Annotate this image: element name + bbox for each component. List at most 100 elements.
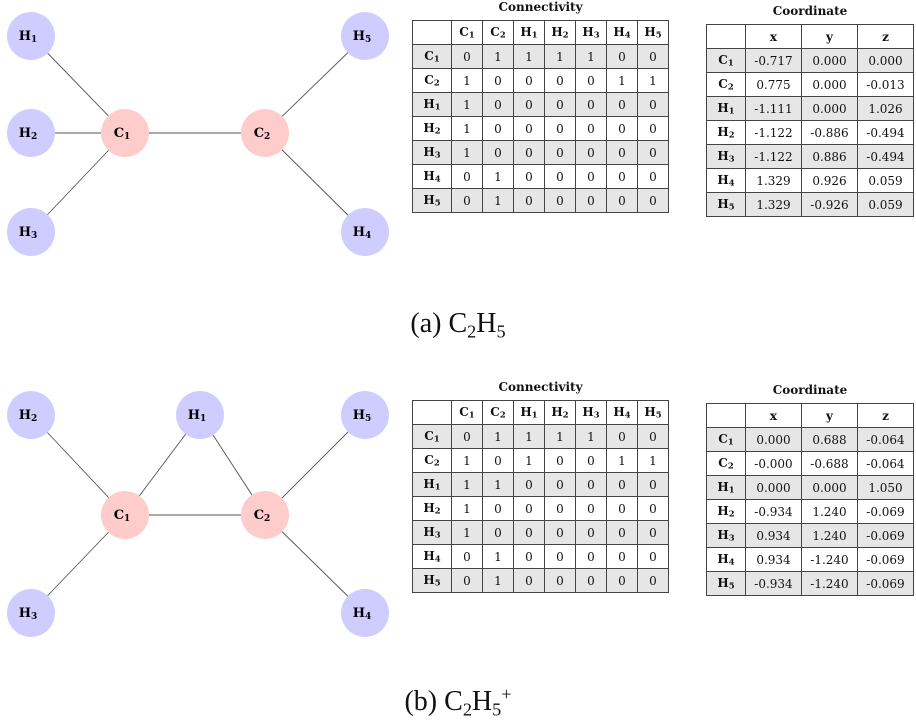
conn-cell-C2-H3: 0 xyxy=(575,448,607,473)
col-header-H3: H3 xyxy=(575,400,607,425)
coord-cell-H3-y: 0.886 xyxy=(801,144,858,169)
caption-b-sub2: 5 xyxy=(492,699,502,720)
atom-circle-H2 xyxy=(7,391,55,439)
atom-circle-H5 xyxy=(341,12,389,60)
conn-cell-H5-H5: 0 xyxy=(637,568,669,593)
conn-cell-C2-H5: 1 xyxy=(637,448,669,473)
caption-b-prefix: (b) C xyxy=(404,686,463,717)
atom-label-H5: H5 xyxy=(353,408,372,424)
row-header-H4: H4 xyxy=(706,168,746,193)
conn-cell-H3-H1: 0 xyxy=(513,140,545,165)
col-header-H2: H2 xyxy=(544,400,576,425)
conn-cell-H3-H2: 0 xyxy=(544,520,576,545)
conn-cell-C1-H2: 1 xyxy=(544,44,576,69)
col-header-x: x xyxy=(745,24,802,49)
conn-cell-H2-H4: 0 xyxy=(606,496,638,521)
caption-a-mid: H xyxy=(476,308,497,339)
conn-cell-H1-H3: 0 xyxy=(575,472,607,497)
conn-cell-H3-H3: 0 xyxy=(575,140,607,165)
atom-node-H3: H3 xyxy=(7,208,55,256)
coord-cell-H5-x: 1.329 xyxy=(745,192,802,217)
col-header-H1: H1 xyxy=(513,20,545,45)
atom-label-H4: H4 xyxy=(353,606,372,622)
conn-cell-H3-C1: 1 xyxy=(451,140,483,165)
conn-cell-C2-C2: 0 xyxy=(482,68,514,93)
conn-cell-C1-H4: 0 xyxy=(606,424,638,449)
coord-cell-H5-y: -0.926 xyxy=(801,192,858,217)
atom-label-C1: C1 xyxy=(114,126,131,142)
coord-cell-H4-z: 0.059 xyxy=(857,168,914,193)
conn-cell-C2-H5: 1 xyxy=(637,68,669,93)
atom-label-C2: C2 xyxy=(254,126,271,142)
corner-cell xyxy=(412,400,452,425)
atom-node-C2: C2 xyxy=(241,491,289,539)
conn-cell-C1-H1: 1 xyxy=(513,424,545,449)
coord-cell-H2-x: -0.934 xyxy=(745,499,802,524)
conn-cell-H2-H5: 0 xyxy=(637,496,669,521)
conn-cell-H5-C1: 0 xyxy=(451,568,483,593)
conn-cell-H2-H3: 0 xyxy=(575,496,607,521)
conn-cell-H2-C1: 1 xyxy=(451,496,483,521)
conn-cell-H4-H5: 0 xyxy=(637,164,669,189)
col-header-y: y xyxy=(801,24,858,49)
col-header-z: z xyxy=(857,24,914,49)
conn-cell-C2-H2: 0 xyxy=(544,68,576,93)
atom-node-H1: H1 xyxy=(176,391,224,439)
conn-cell-H5-H2: 0 xyxy=(544,568,576,593)
row-header-H2: H2 xyxy=(412,116,452,141)
atom-circle-C1 xyxy=(101,109,149,157)
conn-cell-H5-H1: 0 xyxy=(513,568,545,593)
coord-cell-C1-x: 0.000 xyxy=(745,427,802,452)
row-header-H2: H2 xyxy=(412,496,452,521)
conn-cell-H1-H1: 0 xyxy=(513,92,545,117)
coord-cell-H3-z: -0.069 xyxy=(857,523,914,548)
conn-cell-H1-C2: 1 xyxy=(482,472,514,497)
conn-cell-C2-C1: 1 xyxy=(451,448,483,473)
conn-cell-H1-C1: 1 xyxy=(451,92,483,117)
coord-cell-H3-x: -1.122 xyxy=(745,144,802,169)
conn-cell-H4-H5: 0 xyxy=(637,544,669,569)
row-header-H3: H3 xyxy=(412,140,452,165)
conn-cell-C2-H4: 1 xyxy=(606,448,638,473)
row-header-H4: H4 xyxy=(412,164,452,189)
conn-cell-C1-H3: 1 xyxy=(575,424,607,449)
col-header-H3: H3 xyxy=(575,20,607,45)
col-header-C2: C2 xyxy=(482,400,514,425)
coord-cell-H1-y: 0.000 xyxy=(801,96,858,121)
coord-cell-H4-y: -1.240 xyxy=(801,547,858,572)
coord-cell-H2-z: -0.494 xyxy=(857,120,914,145)
caption-a-sub2: 5 xyxy=(496,321,506,342)
corner-cell xyxy=(412,20,452,45)
conn-cell-H2-C2: 0 xyxy=(482,116,514,141)
row-header-H1: H1 xyxy=(412,92,452,117)
caption-a: (a) C2H5 xyxy=(0,306,916,342)
conn-cell-H1-H3: 0 xyxy=(575,92,607,117)
conn-cell-H4-H3: 0 xyxy=(575,544,607,569)
coord-cell-H1-x: -1.111 xyxy=(745,96,802,121)
coordinate-title-a: Coordinate xyxy=(772,4,848,18)
coord-cell-C1-z: 0.000 xyxy=(857,48,914,73)
coord-cell-C2-x: -0.000 xyxy=(745,451,802,476)
col-header-H4: H4 xyxy=(606,20,638,45)
atom-node-C2: C2 xyxy=(241,109,289,157)
row-header-H3: H3 xyxy=(706,144,746,169)
row-header-H1: H1 xyxy=(706,96,746,121)
atom-circle-H4 xyxy=(341,589,389,637)
conn-cell-H2-H2: 0 xyxy=(544,496,576,521)
coord-cell-H1-y: 0.000 xyxy=(801,475,858,500)
conn-cell-H3-H4: 0 xyxy=(606,140,638,165)
atom-node-H5: H5 xyxy=(341,12,389,60)
atom-circle-C2 xyxy=(241,109,289,157)
col-header-y: y xyxy=(801,403,858,428)
conn-cell-H1-C2: 0 xyxy=(482,92,514,117)
col-header-H5: H5 xyxy=(637,20,669,45)
atom-label-H5: H5 xyxy=(353,29,372,45)
row-header-H5: H5 xyxy=(706,192,746,217)
col-header-C1: C1 xyxy=(451,20,483,45)
